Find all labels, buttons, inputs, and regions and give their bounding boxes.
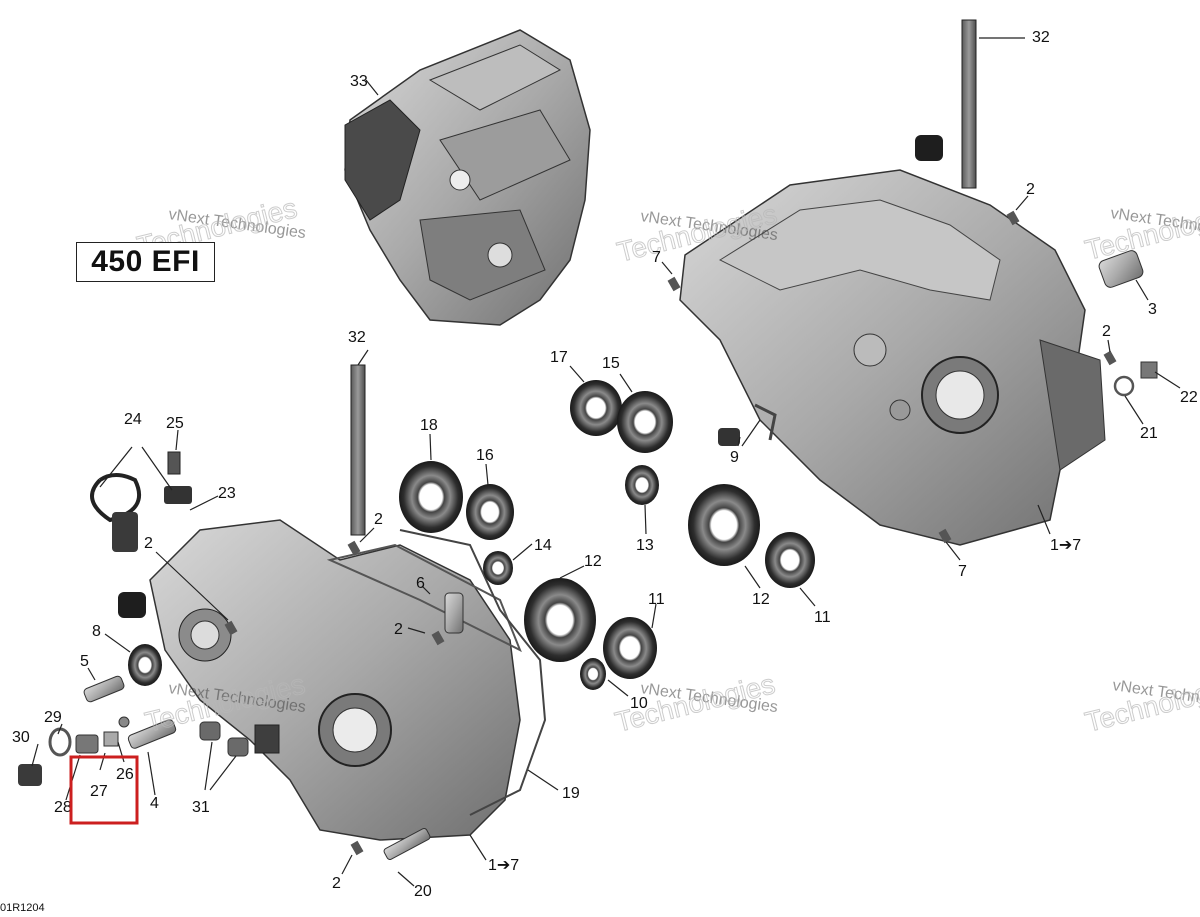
stud-32-left [350, 364, 366, 536]
engine-assembly [344, 29, 591, 326]
callout-2[interactable]: 2 [374, 511, 383, 528]
callout-11[interactable]: 11 [814, 609, 831, 626]
callout-25[interactable]: 25 [166, 415, 184, 432]
callout-12[interactable]: 12 [752, 591, 770, 608]
watermark-text: Technologies [1082, 668, 1200, 738]
callout-labels: 32 33 2 3 7 2 22 21 9 17 15 13 1➔7 7 32 … [12, 29, 1198, 900]
callout-10[interactable]: 10 [630, 695, 648, 712]
callout-24[interactable]: 24 [124, 411, 142, 428]
callout-26[interactable]: 26 [116, 766, 134, 783]
callout-15[interactable]: 15 [602, 355, 620, 372]
callout-32[interactable]: 32 [1032, 29, 1050, 46]
callout-18[interactable]: 18 [420, 417, 438, 434]
callout-2[interactable]: 2 [144, 535, 153, 552]
callout-21[interactable]: 21 [1140, 425, 1158, 442]
callout-30[interactable]: 30 [12, 729, 30, 746]
callout-27[interactable]: 27 [90, 783, 108, 800]
watermark-text: Technologies [1082, 196, 1200, 266]
callout-12[interactable]: 12 [584, 553, 602, 570]
model-title: 450 EFI [76, 242, 215, 282]
callout-2[interactable]: 2 [394, 621, 403, 638]
callout-8[interactable]: 8 [92, 623, 101, 640]
callout-1-to-7[interactable]: 1➔7 [488, 857, 519, 874]
callout-2[interactable]: 2 [1026, 181, 1035, 198]
callout-28[interactable]: 28 [54, 799, 72, 816]
callout-20[interactable]: 20 [414, 883, 432, 900]
callout-7[interactable]: 7 [652, 249, 661, 266]
callout-33[interactable]: 33 [350, 73, 368, 90]
callout-22[interactable]: 22 [1180, 389, 1198, 406]
callout-6[interactable]: 6 [416, 575, 425, 592]
callout-13[interactable]: 13 [636, 537, 654, 554]
crankcase-right [679, 169, 1106, 546]
callout-19[interactable]: 19 [562, 785, 580, 802]
callout-4[interactable]: 4 [150, 795, 159, 812]
callout-9[interactable]: 9 [730, 449, 739, 466]
leader-lines [31, 37, 1181, 887]
callout-2[interactable]: 2 [1102, 323, 1111, 340]
bearings [128, 380, 815, 690]
callout-3[interactable]: 3 [1148, 301, 1157, 318]
callout-2[interactable]: 2 [332, 875, 341, 892]
callout-1-to-7[interactable]: 1➔7 [1050, 537, 1081, 554]
callout-31[interactable]: 31 [192, 799, 210, 816]
gasket [399, 529, 547, 816]
callout-29[interactable]: 29 [44, 709, 62, 726]
stud-32-right [961, 19, 977, 189]
callout-14[interactable]: 14 [534, 537, 552, 554]
callout-5[interactable]: 5 [80, 653, 89, 670]
drawing-code: 01R1204 [0, 902, 45, 914]
dowel-pins [224, 210, 1117, 856]
callout-32[interactable]: 32 [348, 329, 366, 346]
callout-17[interactable]: 17 [550, 349, 568, 366]
callout-7[interactable]: 7 [958, 563, 967, 580]
small-parts [18, 135, 1158, 861]
highlight-box [69, 755, 139, 825]
callout-16[interactable]: 16 [476, 447, 494, 464]
crankcase-left [149, 519, 522, 841]
callout-11[interactable]: 11 [648, 591, 665, 608]
callout-23[interactable]: 23 [218, 485, 236, 502]
